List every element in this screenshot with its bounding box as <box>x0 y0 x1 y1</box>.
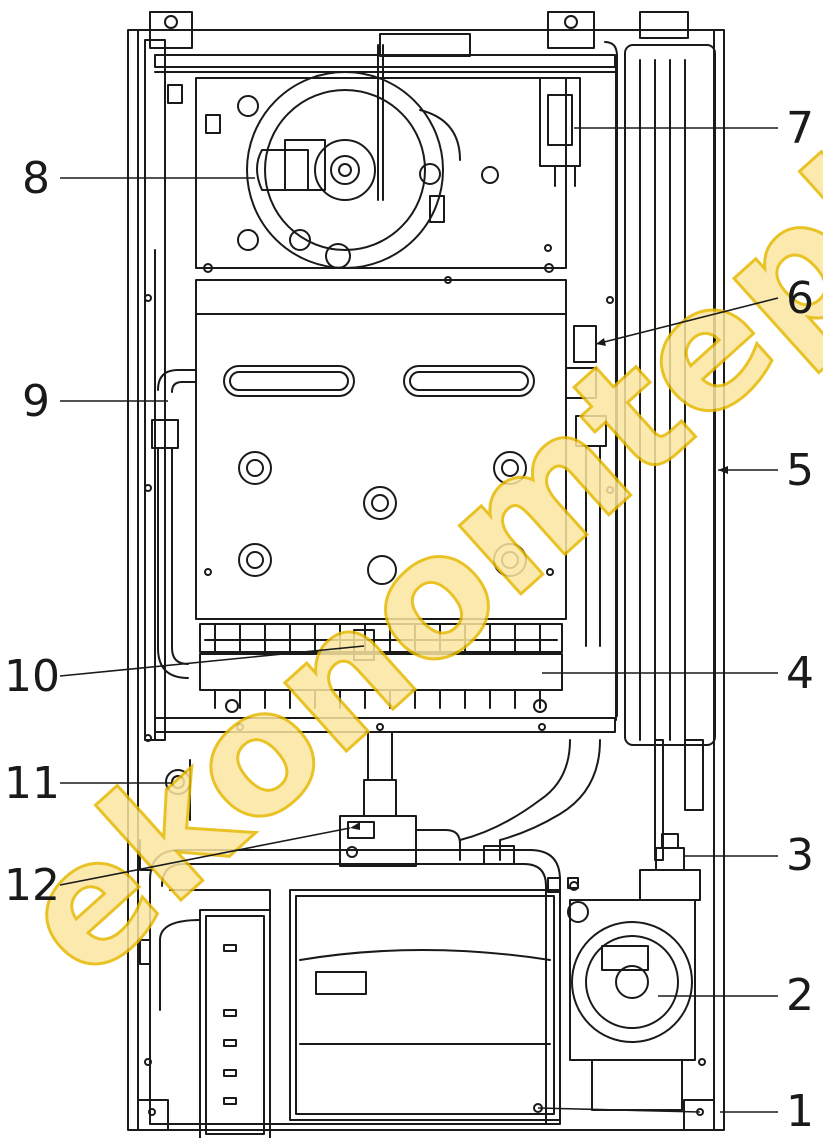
callout-11: 11 <box>4 758 60 809</box>
drain-valve <box>165 759 191 821</box>
callout-1: 1 <box>786 1086 814 1137</box>
circulation-pump <box>567 899 696 1111</box>
flow-pipe <box>151 369 197 679</box>
callout-9: 9 <box>22 376 50 427</box>
callout-numbers: 1 2 3 4 5 6 7 8 9 10 11 12 <box>4 103 814 1137</box>
top-frame-bar <box>154 33 616 73</box>
callout-12: 12 <box>4 860 60 911</box>
callout-6: 6 <box>786 273 814 324</box>
leader-10 <box>59 645 365 677</box>
return-pipe <box>459 739 601 865</box>
overheat-thermostat <box>565 325 607 647</box>
terminal-block <box>159 889 271 1138</box>
fan-assembly <box>195 44 567 284</box>
left-side-frame <box>144 39 221 742</box>
callout-3: 3 <box>786 830 814 881</box>
safety-valve <box>639 833 701 901</box>
callout-10: 10 <box>4 651 60 702</box>
leader-arrowheads <box>350 338 728 830</box>
leader-lines <box>59 127 779 1113</box>
gas-valve <box>339 731 461 867</box>
control-box <box>139 839 579 1125</box>
expansion-vessel <box>604 41 716 861</box>
leader-6 <box>595 297 779 345</box>
pressure-switch <box>539 77 581 187</box>
callout-8: 8 <box>22 153 50 204</box>
callout-5: 5 <box>786 445 814 496</box>
callout-2: 2 <box>786 970 814 1021</box>
combustion-chamber <box>195 279 567 620</box>
leader-12 <box>59 827 351 886</box>
burner <box>199 623 563 713</box>
callout-4: 4 <box>786 648 814 699</box>
callout-7: 7 <box>786 103 814 154</box>
leader-1 <box>537 1107 701 1113</box>
